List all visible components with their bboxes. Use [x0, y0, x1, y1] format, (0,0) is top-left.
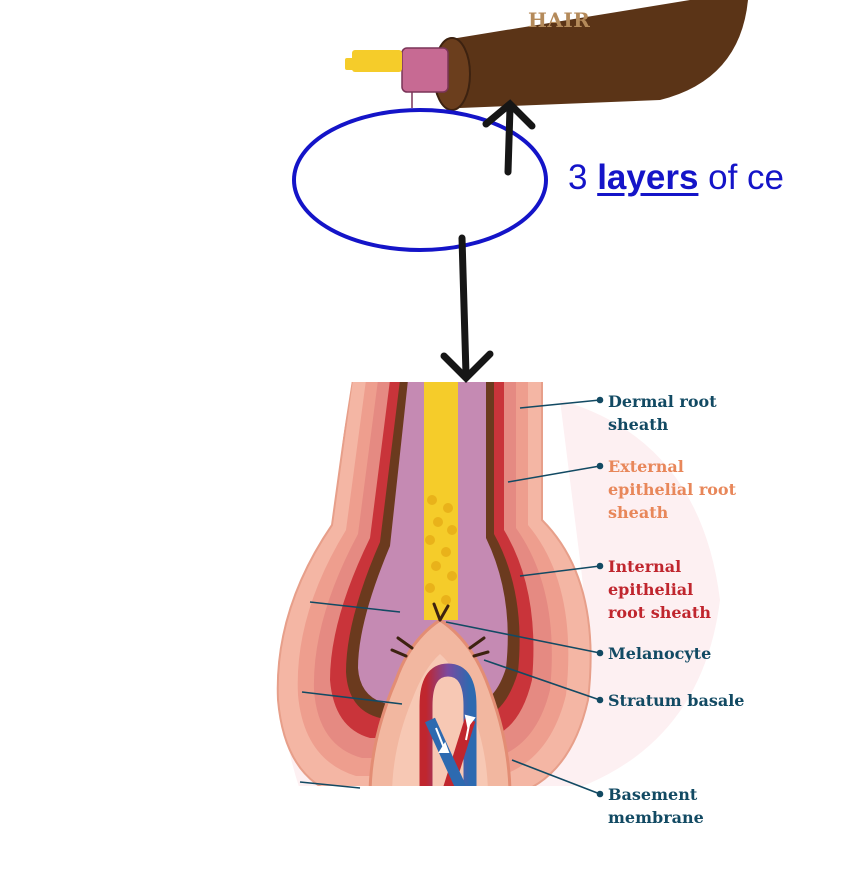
- label-internal-epithelial-root-sheath: Internal epithelial root sheath: [608, 557, 711, 622]
- arrow-up: [504, 104, 514, 176]
- hair-label: HAIR: [528, 8, 591, 32]
- note-keyword: layers: [597, 158, 699, 197]
- hair-shaft-group: [345, 0, 748, 111]
- flow-arrows: [435, 714, 476, 753]
- leader-left-3: [299, 781, 361, 789]
- label-melanocyte: Melanocyte: [608, 644, 712, 663]
- hair-medulla-stub: [352, 50, 402, 72]
- leader-melanocyte: [445, 621, 601, 654]
- leader-stratum: [483, 659, 601, 701]
- hair-medulla-tip: [345, 58, 359, 70]
- leader-external: [507, 465, 601, 483]
- annotation-note: 3 layers of ce: [568, 158, 784, 198]
- hair-cortex-stub: [401, 47, 449, 93]
- label-external-epithelial-root-sheath: External epithelial root sheath: [608, 457, 736, 522]
- arrow-down-head: [440, 350, 494, 383]
- leader-internal: [519, 565, 601, 577]
- blood-vessel-loop: [419, 663, 477, 790]
- annotation-arrows: [440, 99, 536, 383]
- leader-left-2: [301, 691, 403, 705]
- leader-lines: [299, 396, 604, 798]
- hair-shaft: [445, 0, 748, 108]
- label-dermal-root-sheath: Dermal root sheath: [608, 392, 717, 434]
- arrow-down: [458, 234, 470, 378]
- annotation-circle: [292, 108, 548, 252]
- label-stratum-basale: Stratum basale: [608, 691, 745, 710]
- medulla-dots: [425, 495, 457, 605]
- vein: [424, 717, 468, 793]
- melanocytes: [390, 602, 490, 658]
- leader-basement: [511, 759, 601, 795]
- bottom-fade: [260, 786, 600, 895]
- label-basement-membrane: Basement membrane: [608, 785, 704, 827]
- background-wash: [520, 400, 720, 800]
- leader-dermal: [519, 399, 601, 409]
- arrow-up-head: [482, 99, 536, 130]
- leader-left-1: [309, 601, 401, 613]
- note-suffix: of ce: [698, 158, 785, 197]
- note-prefix: 3: [568, 158, 598, 197]
